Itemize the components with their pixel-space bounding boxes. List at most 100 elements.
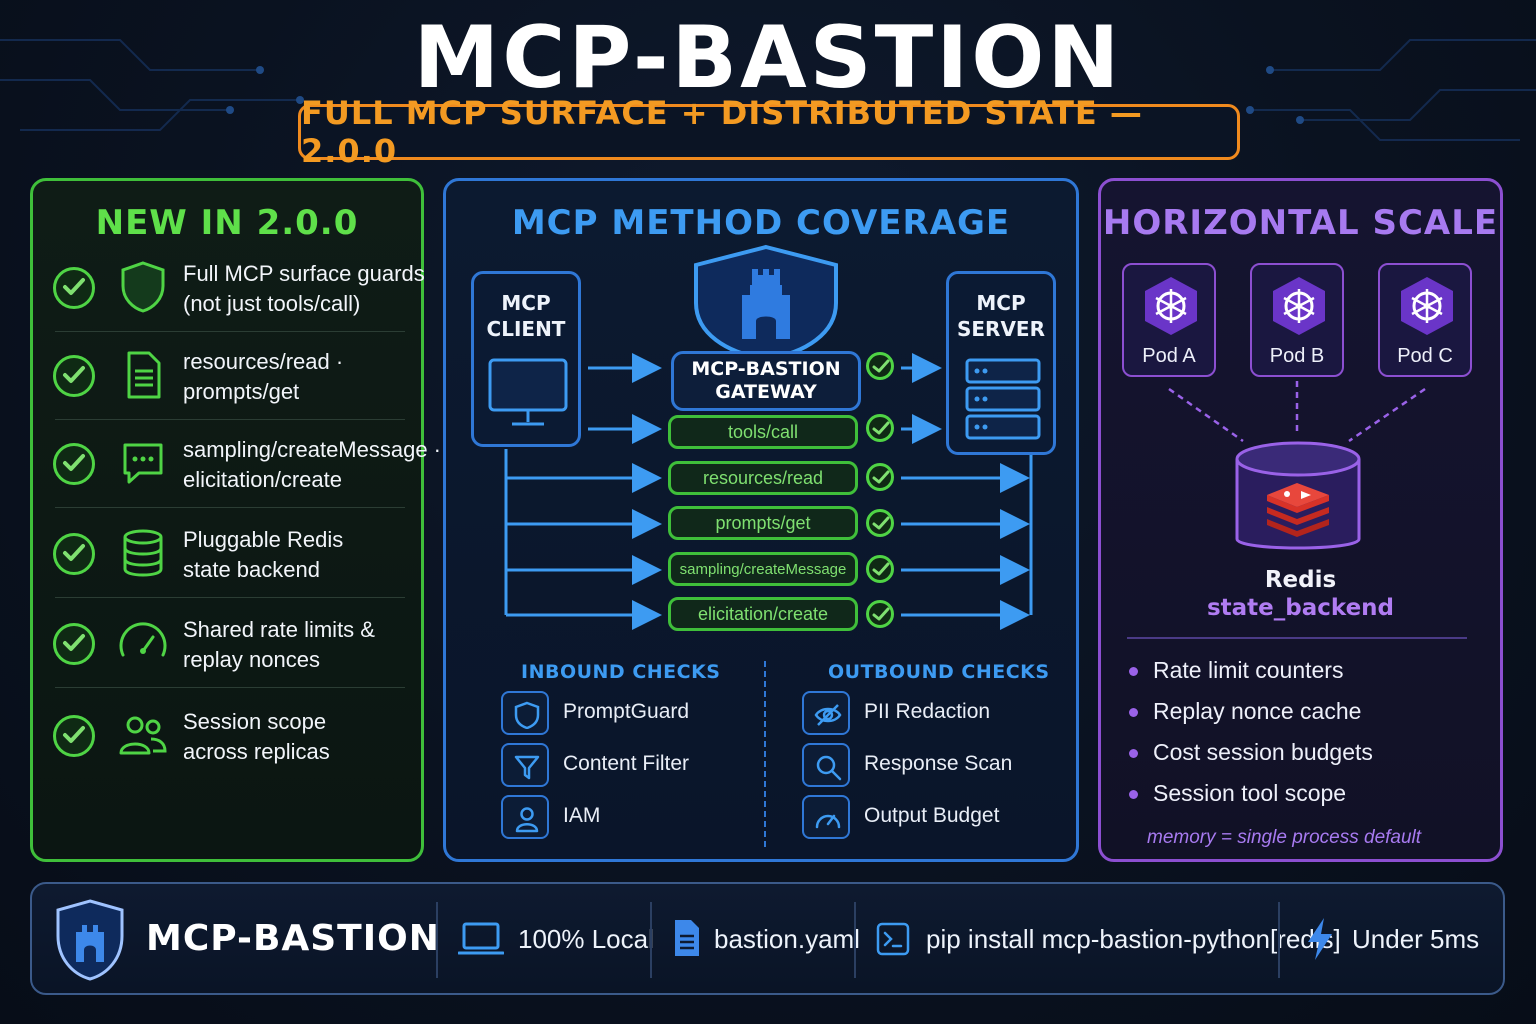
check-label: Content Filter (563, 752, 690, 775)
feature-item: Shared rate limits &replay nonces (53, 609, 413, 695)
subtitle-banner: FULL MCP SURFACE + DISTRIBUTED STATE — 2… (298, 94, 1240, 170)
footer-config: bastion.yaml (714, 924, 860, 954)
gateway-sublabel: GATEWAY (715, 381, 817, 403)
method-pill: tools/call (668, 415, 858, 449)
divider (55, 331, 405, 332)
pod-label: Pod A (1142, 345, 1196, 367)
gauge-icon (115, 615, 171, 671)
divider (55, 507, 405, 508)
laptop-icon (458, 922, 504, 955)
user-icon (501, 795, 549, 839)
kubernetes-icon (1401, 277, 1453, 335)
gateway-box: MCP-BASTION GATEWAY (671, 351, 861, 411)
kubernetes-icon (1273, 277, 1325, 335)
method-coverage-title: MCP METHOD COVERAGE (511, 203, 1011, 243)
method-pill: resources/read (668, 461, 858, 495)
chat-icon (115, 435, 171, 491)
new-features-title: NEW IN 2.0.0 (95, 203, 359, 243)
bastion-logo-icon (56, 899, 124, 981)
kubernetes-icon (1145, 277, 1197, 335)
divider (55, 419, 405, 420)
checks-divider (764, 661, 766, 847)
check-label: PromptGuard (563, 700, 690, 723)
check-icon (53, 267, 95, 309)
pod-card: Pod C (1378, 263, 1472, 377)
redis-database-icon (1235, 441, 1361, 550)
inbound-checks-title: INBOUND CHECKS (521, 661, 721, 683)
document-icon (115, 347, 171, 403)
check-icon (866, 414, 894, 442)
feature-item: Full MCP surface guards(not just tools/c… (53, 253, 425, 339)
pod-connections (1168, 381, 1426, 443)
method-pill: prompts/get (668, 506, 858, 540)
check-icon (866, 463, 894, 491)
file-icon (675, 920, 699, 956)
footer-latency: Under 5ms (1352, 924, 1480, 954)
divider (55, 687, 405, 688)
check-icon (866, 352, 894, 380)
check-icon (53, 355, 95, 397)
footer-local: 100% Local (518, 924, 654, 954)
memory-note: memory = single process default (1147, 827, 1422, 848)
monitor-icon (488, 358, 568, 426)
flow-arrows (504, 353, 1033, 630)
feature-text: sampling/createMessage ·elicitation/crea… (183, 437, 442, 492)
check-icon (53, 443, 95, 485)
method-pill: elicitation/create (668, 597, 858, 631)
check-label: IAM (563, 804, 601, 827)
feature-text: resources/read ·prompts/get (183, 349, 344, 404)
search-icon (802, 743, 850, 787)
list-item: Rate limit counters (1128, 657, 1344, 683)
pod-label: Pod B (1269, 345, 1325, 367)
pod-card: Pod B (1250, 263, 1344, 377)
feature-text: Full MCP surface guards(not just tools/c… (183, 261, 425, 316)
new-features-panel: NEW IN 2.0.0 Full MCP surface guards(not… (30, 178, 441, 862)
horizontal-scale-panel: HORIZONTAL SCALE Pod A Pod B Pod C (1098, 178, 1503, 862)
check-icon (53, 715, 95, 757)
check-label: PII Redaction (864, 700, 991, 723)
gateway-label: MCP-BASTION (691, 358, 841, 380)
footer-divider (1278, 902, 1280, 978)
divider (1127, 637, 1467, 639)
check-label: Output Budget (864, 804, 1000, 827)
feature-item: resources/read ·prompts/get (53, 341, 413, 427)
users-icon (115, 707, 171, 763)
method-pill: sampling/createMessage (668, 552, 858, 586)
database-icon (115, 525, 171, 581)
filter-icon (501, 743, 549, 787)
outbound-checks-title: OUTBOUND CHECKS (828, 661, 1050, 683)
list-item: Cost session budgets (1129, 739, 1373, 765)
footer-install-command: pip install mcp-bastion-python[redis] (926, 924, 1341, 954)
shield-icon (115, 259, 171, 315)
pod-card: Pod A (1122, 263, 1216, 377)
check-icon (53, 623, 95, 665)
state-backend-label: state_backend (1206, 595, 1395, 621)
footer-brand: MCP-BASTION (146, 918, 440, 959)
check-icon (866, 600, 894, 628)
footer-divider (436, 902, 438, 978)
feature-text: Shared rate limits &replay nonces (183, 617, 375, 672)
page-title: MCP-BASTION (413, 8, 1123, 108)
divider (55, 597, 405, 598)
shield-icon (501, 691, 549, 735)
footer-bar: MCP-BASTION 100% Local bastion.yaml pip … (30, 882, 1505, 995)
list-item: Replay nonce cache (1128, 698, 1362, 724)
feature-item: sampling/createMessage ·elicitation/crea… (53, 429, 441, 515)
footer-divider (854, 902, 856, 978)
check-icon (866, 509, 894, 537)
lightning-icon (1308, 918, 1332, 960)
gauge-icon (802, 795, 850, 839)
check-icon (53, 533, 95, 575)
check-label: Response Scan (864, 752, 1013, 775)
server-icon (965, 358, 1041, 440)
redis-label: Redis (1264, 567, 1337, 593)
